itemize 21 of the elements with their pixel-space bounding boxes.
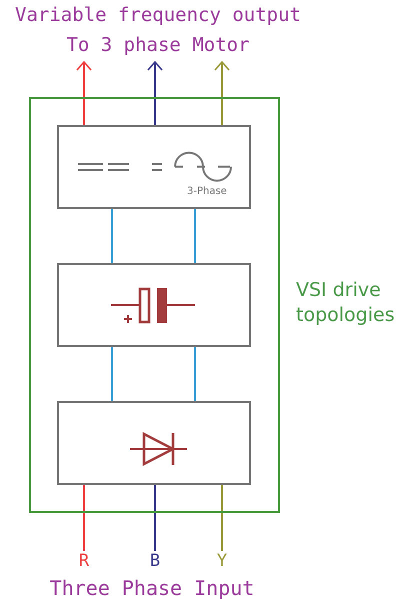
wire (221, 485, 223, 551)
rectifier-box (57, 401, 251, 485)
wire (111, 347, 113, 401)
output-label: Variable frequency output To 3 phase Motor (12, 0, 304, 62)
drive-frame (29, 97, 280, 513)
phase-label: Y (212, 551, 232, 571)
phase-caption: 3-Phase (187, 186, 227, 197)
side-label: VSI drive topologies (296, 278, 396, 328)
phase-label: R (74, 551, 94, 571)
wire (194, 209, 196, 263)
phase-label: B (145, 551, 165, 571)
wire (111, 209, 113, 263)
arrow (76, 61, 92, 125)
input-label: Three Phase Input (50, 575, 254, 599)
arrow (214, 61, 230, 125)
capacitor-box (57, 263, 251, 347)
inverter-box (57, 125, 251, 209)
arrow (147, 61, 163, 125)
wire (83, 485, 85, 551)
wire (154, 485, 156, 551)
wire (194, 347, 196, 401)
